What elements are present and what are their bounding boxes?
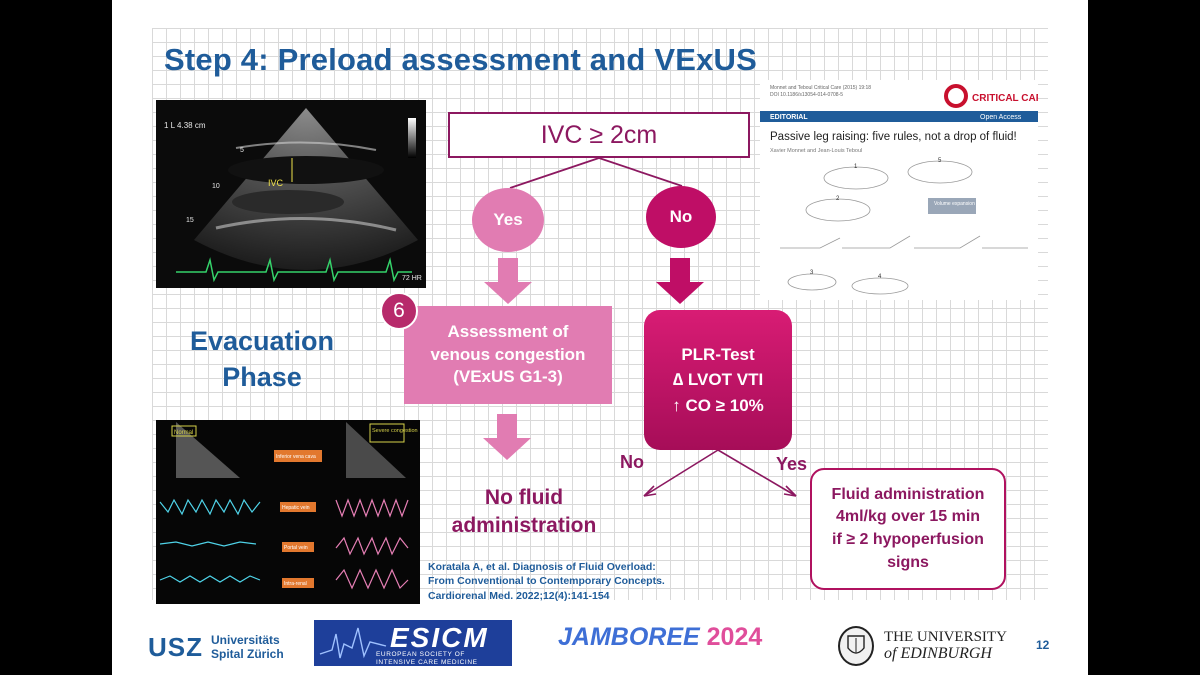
slide-title: Step 4: Preload assessment and VExUS bbox=[164, 42, 757, 77]
paper-step-3: 3 bbox=[810, 270, 814, 276]
usz-mark: USZ bbox=[148, 632, 203, 662]
no-fluid-label: No fluid administration bbox=[451, 486, 597, 538]
edinburgh-text: THE UNIVERSITY of EDINBURGH bbox=[884, 629, 1007, 662]
no-branch-circle: No bbox=[646, 186, 716, 248]
esicm-subtitle-line-1: EUROPEAN SOCIETY OF bbox=[376, 651, 465, 658]
arrow-yes-down bbox=[484, 258, 532, 304]
flow-connectors bbox=[483, 157, 797, 497]
usz-name-line-1: Universitäts bbox=[211, 633, 280, 648]
echo-ivc-label: IVC bbox=[268, 178, 284, 188]
edinburgh-logo: THE UNIVERSITY of EDINBURGH bbox=[838, 626, 1007, 666]
journal-logo-text: CRITICAL CARE bbox=[972, 93, 1038, 104]
plr-test-box: PLR-Test ∆ LVOT VTI ↑ CO ≥ 10% bbox=[644, 310, 792, 450]
yes-branch-circle: Yes bbox=[472, 188, 544, 252]
connector-plr-no bbox=[643, 449, 719, 497]
esicm-mark: ESICM bbox=[390, 622, 489, 653]
step-number-badge: 6 bbox=[380, 292, 418, 330]
doppler-intrarenal-label: Intra-renal bbox=[284, 581, 307, 587]
article-title: Passive leg raising: five rules, not a d… bbox=[770, 131, 1017, 143]
citation-line-3: Cardiorenal Med. 2022;12(4):141-154 bbox=[428, 589, 610, 602]
arrow-congestion-down bbox=[483, 414, 531, 460]
slide: Step 4: Preload assessment and VExUS bbox=[112, 0, 1088, 675]
depth-readout: 1 L 4.38 cm bbox=[164, 121, 206, 130]
echo-scale-10: 10 bbox=[212, 183, 220, 190]
plr-line-2: ∆ LVOT VTI bbox=[672, 370, 764, 390]
congestion-line-1: Assessment of bbox=[447, 321, 569, 341]
plr-paper-graphic: Monnet and Teboul Critical Care (2015) 1… bbox=[760, 84, 1038, 295]
citation: Koratala A, et al. Diagnosis of Fluid Ov… bbox=[428, 560, 665, 603]
arrowhead-plr-yes bbox=[783, 485, 797, 497]
echo-scale-5: 5 bbox=[240, 147, 244, 154]
arrowhead-plr-no bbox=[643, 485, 657, 497]
plr-line-3: ↑ CO ≥ 10% bbox=[672, 395, 764, 415]
jamboree-word: JAMBOREE bbox=[558, 623, 700, 651]
ivc-criterion-box: IVC ≥ 2cm bbox=[448, 112, 750, 158]
no-branch-label: No bbox=[669, 207, 693, 226]
esicm-subtitle: EUROPEAN SOCIETY OF INTENSIVE CARE MEDIC… bbox=[376, 651, 478, 667]
edinburgh-line-2: of EDINBURGH bbox=[884, 645, 992, 663]
usz-logo: USZ Universitäts Spital Zürich bbox=[148, 632, 284, 663]
citation-line-2: From Conventional to Contemporary Concep… bbox=[428, 575, 665, 588]
critical-care-logo-mark bbox=[944, 84, 968, 108]
jamboree-year: 2024 bbox=[706, 623, 763, 651]
esicm-subtitle-line-2: INTENSIVE CARE MEDICINE bbox=[376, 658, 478, 666]
paper-step-5: 5 bbox=[938, 158, 942, 164]
fluid-line-2: 4ml/kg over 15 min bbox=[835, 508, 981, 526]
plr-no-label: No bbox=[620, 452, 644, 472]
vexus-doppler-graphic: Normal Severe congestion Inferior vena c… bbox=[159, 422, 418, 590]
edinburgh-crest-icon bbox=[838, 626, 874, 666]
yes-branch-label: Yes bbox=[493, 210, 523, 229]
usz-name: Universitäts Spital Zürich bbox=[211, 633, 284, 661]
connector-ivc-yes bbox=[509, 157, 600, 189]
plr-yes-label: Yes bbox=[776, 454, 808, 474]
plr-paper-thumbnail: Monnet and Teboul Critical Care (2015) 1… bbox=[760, 80, 1038, 300]
doppler-normal-label: Normal bbox=[174, 430, 193, 436]
fluid-line-1: Fluid administration bbox=[831, 485, 985, 503]
doppler-hepatic-label: Hepatic vein bbox=[282, 505, 310, 511]
open-access-label: Open Access bbox=[980, 114, 1022, 121]
usz-name-line-2: Spital Zürich bbox=[211, 646, 284, 661]
ivc-criterion-text: IVC ≥ 2cm bbox=[540, 120, 658, 149]
arrow-no-down bbox=[656, 258, 704, 304]
ivc-echo-graphic: 1 L 4.38 cm IVC 72 HR 5 10 15 bbox=[164, 108, 422, 283]
venous-congestion-box: Assessment of venous congestion (VExUS G… bbox=[404, 306, 612, 404]
hr-readout: 72 HR bbox=[402, 275, 422, 282]
congestion-line-2: venous congestion bbox=[430, 344, 586, 364]
edinburgh-line-1: THE UNIVERSITY bbox=[884, 629, 1007, 646]
article-authors: Xavier Monnet and Jean-Louis Teboul bbox=[770, 148, 862, 154]
echo-scale-15: 15 bbox=[186, 217, 194, 224]
paper-doi: DOI 10.1186/s13054-014-0708-5 bbox=[770, 92, 843, 98]
plr-line-1: PLR-Test bbox=[681, 344, 755, 364]
volume-expansion-label: Volume expansion bbox=[934, 201, 975, 207]
doppler-portal-label: Portal vein bbox=[284, 545, 308, 551]
ivc-echo-image: 1 L 4.38 cm IVC 72 HR 5 10 15 bbox=[156, 100, 426, 288]
fluid-administration-box: Fluid administration 4ml/kg over 15 min … bbox=[810, 468, 1006, 590]
editorial-label: EDITORIAL bbox=[770, 114, 808, 121]
congestion-line-3: (VExUS G1-3) bbox=[453, 367, 563, 387]
paper-step-4: 4 bbox=[878, 274, 882, 280]
jamboree-logo: JAMBOREE 2024 bbox=[558, 623, 762, 652]
citation-line-1: Koratala A, et al. Diagnosis of Fluid Ov… bbox=[428, 561, 656, 573]
doppler-ivc-label: Inferior vena cava bbox=[276, 454, 316, 460]
page-number: 12 bbox=[1036, 638, 1050, 652]
paper-citation-header: Monnet and Teboul Critical Care (2015) 1… bbox=[770, 85, 871, 91]
esicm-wave-icon bbox=[319, 627, 387, 659]
fluid-line-4: signs bbox=[887, 553, 929, 571]
paper-step-1: 1 bbox=[854, 164, 858, 170]
esicm-logo: ESICM EUROPEAN SOCIETY OF INTENSIVE CARE… bbox=[314, 620, 512, 666]
vexus-doppler-image: Normal Severe congestion Inferior vena c… bbox=[156, 420, 420, 604]
doppler-severe-label: Severe congestion bbox=[372, 428, 418, 434]
connector-ivc-no bbox=[598, 157, 683, 187]
fluid-line-3: if ≥ 2 hypoperfusion bbox=[832, 531, 984, 548]
step-number-text: 6 bbox=[393, 299, 405, 322]
paper-step-2: 2 bbox=[836, 196, 840, 202]
connector-plr-yes bbox=[717, 449, 797, 497]
evacuation-phase-label: Evacuation Phase bbox=[189, 326, 335, 392]
